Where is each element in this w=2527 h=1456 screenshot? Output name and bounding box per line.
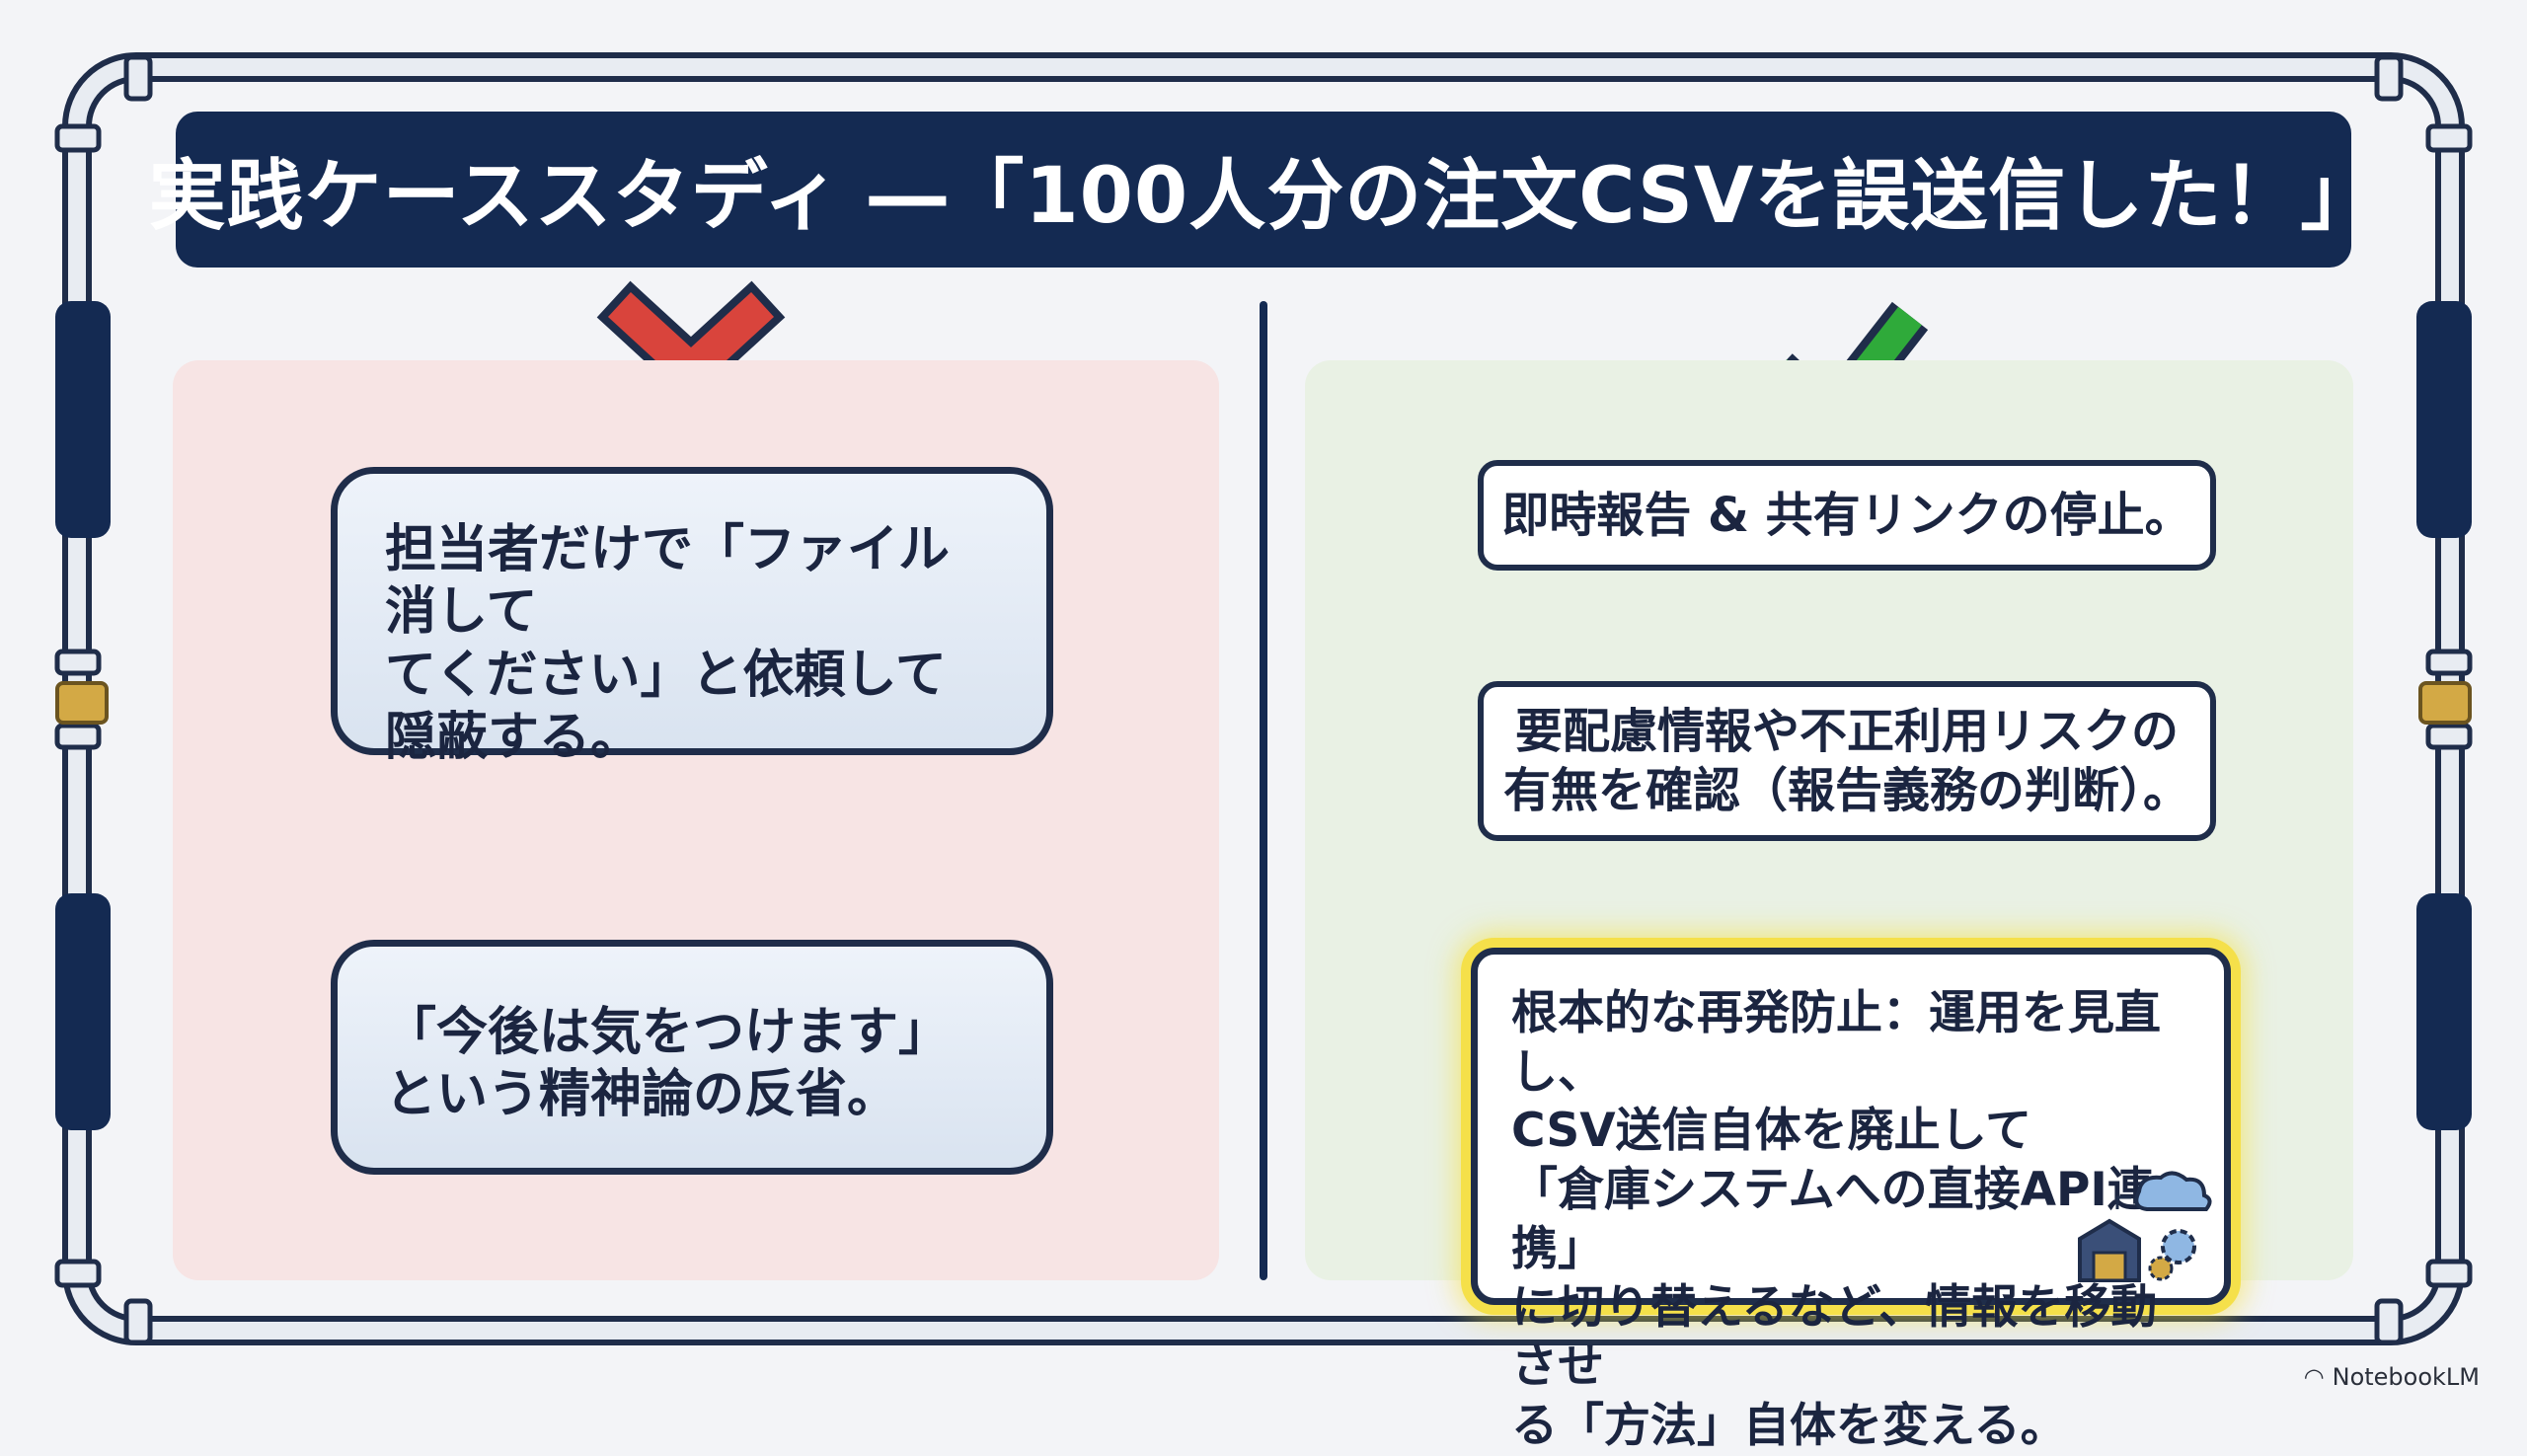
panel-divider (1260, 301, 1267, 1280)
bad-bubble-1-text: 担当者だけで「ファイル消して てください」と依頼して 隠蔽する。 (385, 520, 951, 768)
good-step-1-text: 即時報告 & 共有リンクの停止。 (1501, 488, 2192, 543)
notebooklm-logo-icon: ◠ (2303, 1363, 2325, 1391)
good-step-2-text: 要配慮情報や不正利用リスクの 有無を確認（報告義務の判断）。 (1502, 704, 2190, 818)
bad-bubble-1: 担当者だけで「ファイル消して てください」と依頼して 隠蔽する。 (331, 467, 1053, 767)
good-step-2: 要配慮情報や不正利用リスクの 有無を確認（報告義務の判断）。 (1478, 681, 2216, 841)
bad-bubble-2-text: 「今後は気をつけます」 という精神論の反省。 (385, 1003, 951, 1125)
warehouse-cloud-icon (2078, 1171, 2212, 1282)
watermark-text: NotebookLM (2332, 1363, 2480, 1391)
good-step-1: 即時報告 & 共有リンクの停止。 (1478, 460, 2216, 571)
bad-bubble-2: 「今後は気をつけます」 という精神論の反省。 (331, 940, 1053, 1175)
page-title: 実践ケーススタディ ―「100人分の注文CSVを誤送信した！」 (148, 152, 2379, 241)
infographic: 実践ケーススタディ ―「100人分の注文CSVを誤送信した！」 担当者だけで「フ… (54, 52, 2480, 1453)
good-final-solution: 根本的な再発防止：運用を見直し、 CSV送信自体を廃止して 「倉庫システムへの直… (1471, 948, 2231, 1453)
title-banner: 実践ケーススタディ ―「100人分の注文CSVを誤送信した！」 (149, 112, 2377, 268)
notebooklm-watermark: ◠ NotebookLM (2304, 1363, 2480, 1391)
